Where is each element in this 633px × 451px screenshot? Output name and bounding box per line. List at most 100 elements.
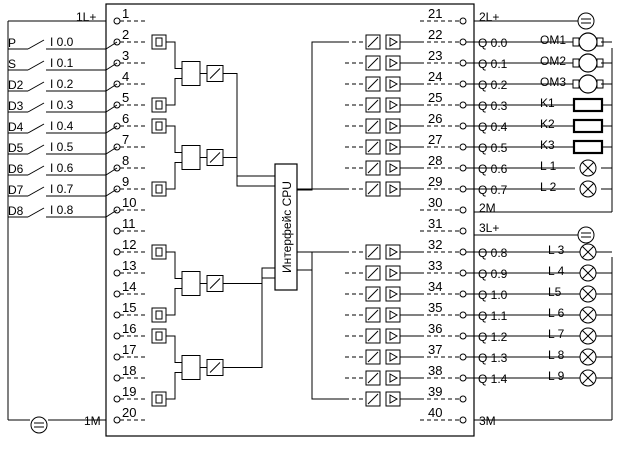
terminal-number: 28 bbox=[428, 153, 442, 168]
terminal-number: 40 bbox=[428, 405, 442, 420]
input-device-label: D7 bbox=[8, 183, 24, 197]
output-address-label: Q 1.3 bbox=[478, 351, 508, 365]
switch-contact-icon bbox=[27, 207, 45, 218]
terminal-number: 16 bbox=[122, 321, 136, 336]
terminal-number: 6 bbox=[122, 111, 129, 126]
terminal-number: 7 bbox=[122, 132, 129, 147]
cpu-interface-box bbox=[274, 163, 298, 291]
terminal-number: 9 bbox=[122, 174, 129, 189]
terminal-number: 33 bbox=[428, 258, 442, 273]
terminal-screw-icon bbox=[459, 185, 467, 193]
cpu-interface-label: Интерфейс CPU bbox=[280, 181, 294, 273]
terminal-number: 39 bbox=[428, 384, 442, 399]
logic-wire bbox=[166, 288, 182, 316]
lamp-cross bbox=[581, 266, 595, 280]
driver-triangle-icon bbox=[389, 142, 399, 152]
output-address-label: Q 1.2 bbox=[478, 330, 508, 344]
input-wire bbox=[105, 41, 118, 50]
terminal-number: 22 bbox=[428, 27, 442, 42]
terminal-screw-icon bbox=[459, 143, 467, 151]
logic-wire bbox=[166, 372, 182, 400]
input-device-label: D3 bbox=[8, 99, 24, 113]
load-label: OM1 bbox=[540, 33, 566, 47]
load-label: L 9 bbox=[548, 369, 565, 383]
driver-triangle-icon bbox=[389, 100, 399, 110]
terminal-number: 21 bbox=[428, 6, 442, 21]
driver-triangle-icon bbox=[389, 331, 399, 341]
optocoupler-icon bbox=[151, 391, 167, 407]
load-label: L 1 bbox=[540, 159, 557, 173]
terminal-screw-icon bbox=[459, 353, 467, 361]
switch-contact-icon bbox=[27, 102, 45, 113]
terminal-screw-icon bbox=[459, 227, 467, 235]
optocoupler-inner bbox=[155, 121, 163, 131]
driver-triangle-icon bbox=[389, 373, 399, 383]
terminal-screw-icon bbox=[459, 290, 467, 298]
input-wire bbox=[105, 83, 118, 92]
output-address-label: Q 1.4 bbox=[478, 372, 508, 386]
load-label: K3 bbox=[540, 138, 555, 152]
terminal-number: 31 bbox=[428, 216, 442, 231]
terminal-number: 14 bbox=[122, 279, 136, 294]
optocoupler-icon bbox=[151, 307, 167, 323]
input-device-label: D4 bbox=[8, 120, 24, 134]
input-wire bbox=[105, 146, 118, 155]
logic-wire bbox=[166, 78, 182, 106]
terminal-screw-icon bbox=[459, 59, 467, 67]
isolator-diagonal bbox=[367, 78, 379, 90]
terminal-number: 36 bbox=[428, 321, 442, 336]
switch-contact-icon bbox=[27, 60, 45, 71]
driver-triangle-icon bbox=[389, 352, 399, 362]
switch-contact-icon bbox=[27, 186, 45, 197]
input-device-label: S bbox=[8, 57, 16, 71]
supply-2l-label: 2L+ bbox=[479, 10, 499, 24]
switch-contact-icon bbox=[27, 165, 45, 176]
and-gate-icon bbox=[181, 355, 201, 380]
input-address-label: I 0.5 bbox=[50, 140, 74, 154]
supply-terminal-icon bbox=[577, 226, 595, 244]
lamp-cross bbox=[581, 329, 595, 343]
relay-coil-icon bbox=[572, 139, 604, 155]
terminal-screw-icon bbox=[113, 227, 121, 235]
terminal-number: 30 bbox=[428, 195, 442, 210]
right-rail-group2 bbox=[474, 234, 613, 421]
terminal-screw-icon bbox=[459, 374, 467, 382]
output-address-label: Q 0.6 bbox=[478, 162, 508, 176]
terminal-number: 26 bbox=[428, 111, 442, 126]
load-label: L 2 bbox=[540, 180, 557, 194]
plc-module-frame bbox=[105, 3, 475, 437]
isolator-diagonal bbox=[367, 309, 379, 321]
isolator-diagonal bbox=[367, 351, 379, 363]
and-gate-icon bbox=[181, 61, 201, 86]
input-logic-block bbox=[151, 34, 275, 407]
isolator-diagonal bbox=[367, 99, 379, 111]
logic-wire bbox=[166, 41, 182, 69]
optocoupler-icon bbox=[151, 97, 167, 113]
terminal-screw-icon bbox=[459, 248, 467, 256]
terminal-number: 34 bbox=[428, 279, 442, 294]
terminal-screw-icon bbox=[113, 269, 121, 277]
input-address-label: I 0.7 bbox=[50, 182, 74, 196]
switch-contact-icon bbox=[27, 81, 45, 92]
relay-coil-icon bbox=[572, 118, 604, 134]
terminal-screw-icon bbox=[459, 17, 467, 25]
isolator-diagonal bbox=[209, 278, 221, 289]
terminal-screw-icon bbox=[113, 395, 121, 403]
lamp-cross bbox=[581, 371, 595, 385]
terminal-screw-icon bbox=[113, 416, 121, 424]
output-address-label: Q 0.0 bbox=[478, 36, 508, 50]
terminal-screw-icon bbox=[459, 269, 467, 277]
terminal-screw-icon bbox=[459, 395, 467, 403]
cpu-bus bbox=[297, 41, 345, 191]
terminal-number: 5 bbox=[122, 90, 129, 105]
lamp-cross bbox=[581, 161, 595, 175]
input-wire bbox=[105, 104, 118, 113]
driver-triangle-icon bbox=[389, 184, 399, 194]
cpu-bus bbox=[223, 157, 275, 187]
terminal-number: 3 bbox=[122, 48, 129, 63]
lamp-cross bbox=[581, 182, 595, 196]
input-device-label: D2 bbox=[8, 78, 24, 92]
driver-triangle-icon bbox=[389, 289, 399, 299]
